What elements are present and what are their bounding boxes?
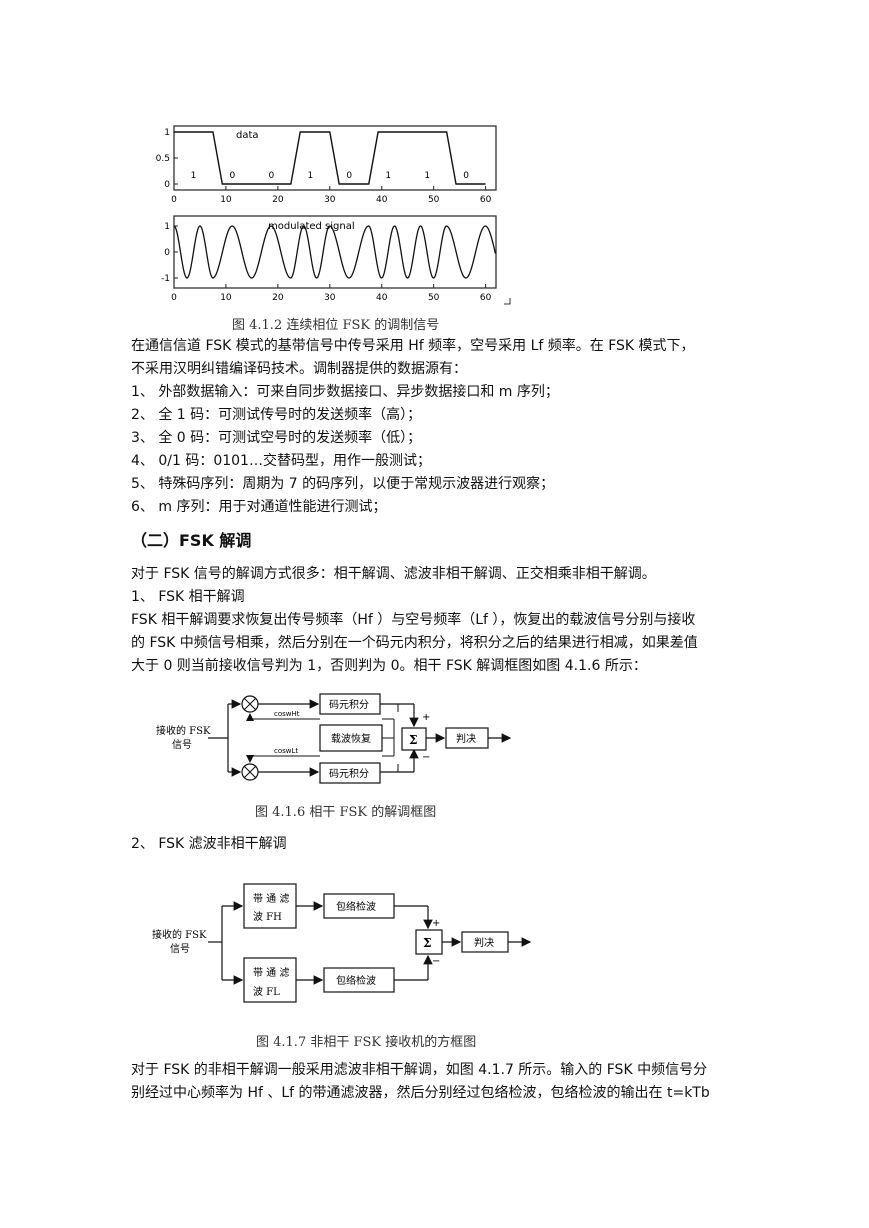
figure-4-1-7-caption: 图 4.1.7 非相干 FSK 接收机的方框图 (256, 1035, 477, 1050)
modulated-plot-y-ticks: 1 0 -1 (161, 222, 178, 284)
coherent-demod-diagram: 接收的 FSK 信号 载波恢复 coswHt coswLt 码元 (156, 693, 512, 784)
bpf-fl-label: 波 FL (253, 985, 280, 998)
intro-line-2: 不采用汉明纠错编译码技术。调制器提供的数据源有： (131, 361, 467, 377)
coherent-para-line-1: FSK 相干解调要求恢复出传号频率（Hf ）与空号频率（Lf ），恢复出的载波信… (131, 612, 696, 628)
bpf-fh-label: 带 通 滤 (253, 892, 289, 905)
x-tick-label: 10 (220, 195, 232, 205)
modulated-plot-x-ticks: 0 10 20 30 40 50 60 (171, 284, 492, 303)
coherent-para-line-3: 大于 0 则当前接收信号判为 1，否则判为 0。相干 FSK 解调框图如图 4.… (131, 658, 647, 674)
data-bit-labels: 1 0 0 1 0 1 1 0 (191, 171, 470, 181)
item-1-title: 1、 FSK 相干解调 (131, 589, 245, 605)
noncoherent-receiver-diagram: 接收的 FSK 信号 带 通 滤 波 FH 带 通 滤 波 FL 包络检波 包络… (152, 883, 532, 1003)
bit-label: 1 (191, 171, 197, 181)
bit-label: 1 (307, 171, 313, 181)
coherent-para-line-2: 的 FSK 中频信号相乘，然后分别在一个码元内积分，将积分之后的结果进行相减，如… (131, 635, 698, 651)
x-tick-label: 50 (428, 293, 440, 303)
item-2-title: 2、 FSK 滤波非相干解调 (131, 836, 287, 852)
x-tick-label: 30 (324, 195, 336, 205)
list-item: 2、 全 1 码：可测试传号时的发送频率（高）； (131, 407, 422, 423)
cos-low-label: coswLt (274, 747, 298, 755)
x-tick-label: 10 (220, 293, 232, 303)
x-tick-label: 60 (480, 293, 492, 303)
input-label: 信号 (170, 943, 190, 955)
x-tick-label: 40 (376, 195, 388, 205)
decision-label: 判决 (474, 937, 494, 949)
data-bit-waveform (174, 131, 486, 185)
multiplier-bottom (241, 763, 259, 781)
envelope-top-label: 包络检波 (336, 900, 376, 913)
y-tick-label: 0 (164, 248, 170, 258)
modulated-signal-waveform (173, 225, 497, 279)
summer-block (415, 929, 443, 955)
corner-mark (504, 298, 511, 305)
data-plot-x-ticks: 0 10 20 30 40 50 60 (171, 186, 492, 205)
demod-intro: 对于 FSK 信号的解调方式很多：相干解调、滤波非相干解调、正交相乘非相干解调。 (131, 566, 656, 582)
x-tick-label: 0 (171, 293, 177, 303)
list-item: 6、 m 序列：用于对通道性能进行测试； (131, 499, 387, 515)
y-tick-label: 0 (164, 180, 170, 190)
sum-symbol: Σ (409, 733, 417, 747)
bandpass-filter-fh-block (243, 883, 297, 929)
noncoherent-para-line-2: 别经过中心频率为 Hf 、Lf 的带通滤波器，然后分别经过包络检波，包络检波的输… (131, 1085, 710, 1101)
list-item: 5、 特殊码序列：周期为 7 的码序列，以便于常规示波器进行观察； (131, 476, 555, 492)
integrator-bottom-block (319, 762, 381, 784)
bit-label: 1 (385, 171, 391, 181)
envelope-detector-top-block (323, 893, 395, 919)
input-label: 接收的 FSK (152, 928, 207, 941)
minus-sign: − (422, 752, 430, 763)
plus-sign: + (422, 712, 430, 723)
bit-label: 0 (346, 171, 352, 181)
x-tick-label: 40 (376, 293, 388, 303)
plus-sign: + (432, 918, 440, 929)
y-tick-label: 0.5 (156, 154, 170, 164)
list-item: 3、 全 0 码：可测试空号时的发送频率（低）； (131, 430, 422, 446)
sum-symbol: Σ (423, 936, 431, 950)
bpf-fl-label: 带 通 滤 (253, 966, 289, 979)
carrier-recovery-label: 载波恢复 (331, 732, 371, 745)
bit-label: 0 (230, 171, 236, 181)
bit-label: 0 (463, 171, 469, 181)
decision-label: 判决 (456, 733, 476, 745)
list-item: 1、 外部数据输入：可来自同步数据接口、异步数据接口和 m 序列； (131, 384, 559, 400)
modulated-plot-annotation: modulated signal (268, 221, 355, 232)
input-label: 信号 (172, 739, 192, 751)
minus-sign: − (432, 956, 440, 967)
integrator-top-label: 码元积分 (329, 699, 369, 711)
y-tick-label: 1 (164, 128, 170, 138)
data-plot-annotation: data (236, 130, 259, 141)
x-tick-label: 20 (272, 195, 284, 205)
cos-high-label: coswHt (274, 710, 300, 718)
summer-block (401, 727, 427, 751)
list-item: 4、 0/1 码：0101…交替码型，用作一般测试； (131, 453, 431, 469)
x-tick-label: 50 (428, 195, 440, 205)
multiplier-top (241, 695, 259, 713)
bit-label: 1 (424, 171, 430, 181)
section-heading: （二）FSK 解调 (131, 531, 252, 550)
figure-4-1-2-caption: 图 4.1.2 连续相位 FSK 的调制信号 (232, 318, 440, 333)
data-plot-y-ticks: 00.51 (156, 128, 178, 190)
input-label: 接收的 FSK (156, 724, 211, 737)
bandpass-filter-fl-block (243, 957, 297, 1003)
noncoherent-para-line-1: 对于 FSK 的非相干解调一般采用滤波非相干解调，如图 4.1.7 所示。输入的… (131, 1062, 708, 1078)
y-tick-label: -1 (161, 274, 170, 284)
bit-label: 0 (269, 171, 275, 181)
intro-line-1: 在通信信道 FSK 模式的基带信号中传号采用 Hf 频率，空号采用 Lf 频率。… (131, 338, 695, 354)
y-tick-label: 1 (164, 222, 170, 232)
x-tick-label: 0 (171, 195, 177, 205)
x-tick-label: 30 (324, 293, 336, 303)
envelope-bottom-label: 包络检波 (336, 974, 376, 987)
integrator-bottom-label: 码元积分 (329, 768, 369, 780)
x-tick-label: 60 (480, 195, 492, 205)
x-tick-label: 20 (272, 293, 284, 303)
figure-4-1-6-caption: 图 4.1.6 相干 FSK 的解调框图 (255, 805, 437, 820)
bpf-fh-label: 波 FH (253, 910, 282, 923)
